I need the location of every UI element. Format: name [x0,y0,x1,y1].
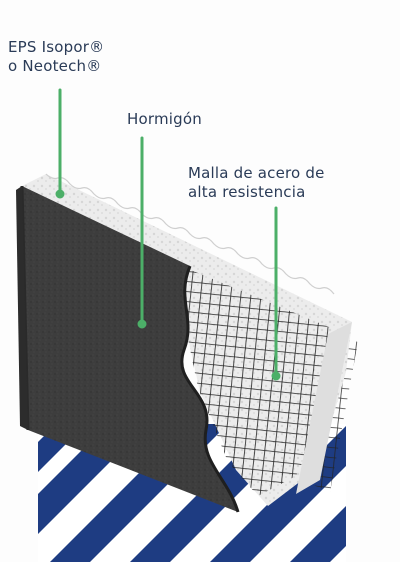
label-malla-acero: Malla de acero de alta resistencia [188,164,325,202]
concrete-layer [22,186,238,512]
label-malla-line2: alta resistencia [188,183,306,201]
label-eps-isopor: EPS Isopor® o Neotech® [8,38,104,76]
label-hormigon: Hormigón [127,110,202,129]
leader-lines [55,88,281,381]
steel-mesh [184,268,336,496]
leader-dot-hormigon [137,319,147,329]
label-eps-line2: o Neotech® [8,57,102,75]
leader-dot-malla [271,371,281,381]
label-malla-line1: Malla de acero de [188,164,325,182]
label-hormigon-text: Hormigón [127,110,202,128]
label-eps-line1: EPS Isopor® [8,38,105,56]
leader-dot-eps [55,189,65,199]
